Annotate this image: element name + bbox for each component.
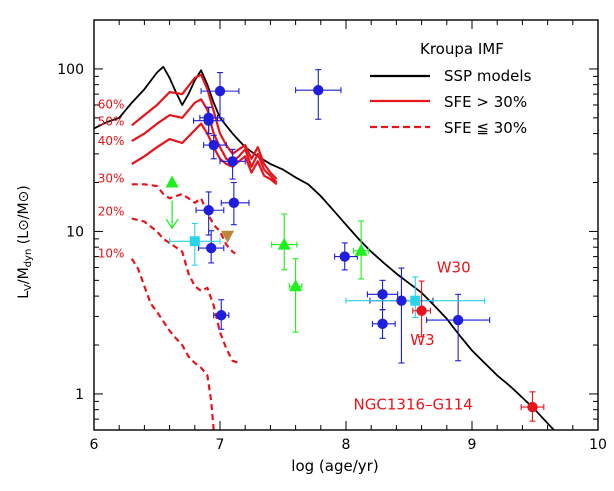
- x-tick-label: 9: [468, 437, 477, 453]
- green-point-19: [289, 279, 303, 292]
- annotation-label: NGC1316–G114: [354, 396, 473, 414]
- sfe-label: 40%: [98, 134, 125, 148]
- annotation-label: W30: [437, 258, 471, 276]
- cyan-point-15: [189, 236, 200, 247]
- blue-point-0: [214, 85, 226, 97]
- blue-point-13: [396, 295, 407, 306]
- red-point-22: [416, 305, 427, 316]
- blue-point-5: [227, 156, 238, 167]
- model-curve-5: [131, 217, 240, 365]
- blue-point-11: [377, 289, 388, 300]
- sfe-label: 60%: [98, 98, 125, 112]
- blue-point-6: [228, 197, 240, 209]
- x-tick-label: 6: [90, 437, 99, 453]
- tick-labels: 6 7 8 9 10 1 10 100: [57, 62, 607, 453]
- blue-point-4: [208, 139, 219, 151]
- model-curve-6: [130, 258, 215, 431]
- blue-point-10: [339, 251, 350, 262]
- legend: Kroupa IMF SSP models SFE > 30% SFE ≦ 30…: [370, 40, 532, 137]
- legend-sfe-low-label: SFE ≦ 30%: [444, 119, 527, 137]
- sfe-label: 20%: [98, 205, 125, 219]
- y-tick-label: 10: [66, 224, 84, 240]
- sfe-label: 10%: [98, 247, 125, 261]
- red-point-23: [527, 401, 538, 413]
- brown-point-21: [221, 230, 235, 243]
- x-tick-label: 8: [342, 437, 351, 453]
- legend-sfe-high-label: SFE > 30%: [444, 93, 527, 111]
- blue-point-9: [216, 310, 227, 321]
- blue-point-12: [377, 318, 388, 330]
- upper-limit-arrow-head: [165, 218, 179, 230]
- y-axis-label: LV/Mdyn (L⊙/M⊙): [16, 185, 34, 299]
- x-tick-label: 7: [216, 437, 225, 453]
- model-curve-4: [131, 183, 236, 255]
- sfe-label: 30%: [98, 172, 125, 186]
- green-point-20: [354, 243, 368, 256]
- blue-point-7: [203, 205, 214, 216]
- blue-point-8: [205, 242, 217, 254]
- model-curve-2: [131, 98, 278, 184]
- model-curve-1: [131, 73, 278, 180]
- y-tick-label: 100: [57, 62, 84, 78]
- x-tick-label: 10: [589, 437, 607, 453]
- annotation-label: W3: [410, 331, 434, 349]
- y-tick-label: 1: [75, 387, 84, 403]
- legend-ssp-label: SSP models: [444, 67, 532, 85]
- green-point-17: [165, 175, 179, 188]
- blue-point-14: [452, 314, 464, 326]
- data-points: [165, 84, 538, 413]
- legend-title: Kroupa IMF: [420, 40, 504, 58]
- x-axis-label: log (age/yr): [291, 457, 378, 475]
- blue-point-3: [203, 115, 214, 126]
- model-curves: [93, 65, 555, 431]
- cyan-point-16: [410, 295, 421, 306]
- blue-point-1: [313, 84, 324, 96]
- sfe-label: 50%: [98, 114, 125, 128]
- green-point-18: [277, 237, 291, 250]
- model-curve-0: [93, 65, 555, 431]
- axes: [93, 19, 599, 431]
